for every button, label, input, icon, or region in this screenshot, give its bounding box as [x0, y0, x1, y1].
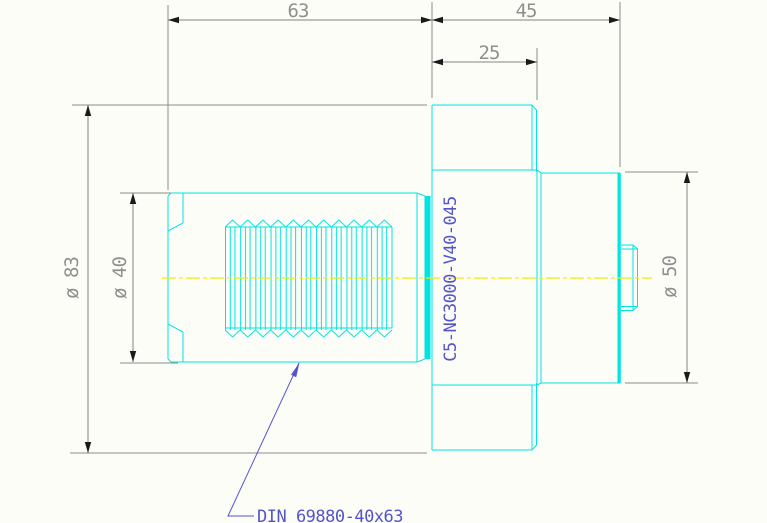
- leader-arrowhead: [291, 362, 300, 378]
- leader-line: [227, 362, 300, 517]
- dim-text-dia50: ø 50: [659, 256, 681, 298]
- dimension-texts: 63 45 25 ø 83 ø 40 ø 50: [61, 0, 681, 299]
- arrowhead: [129, 351, 137, 362]
- standard-label: DIN 69880-40x63: [257, 507, 403, 523]
- part-code-label: C5-NC3000-V40-045: [441, 196, 461, 362]
- arrowhead: [609, 16, 620, 24]
- arrowhead: [432, 16, 443, 24]
- stub-chamfer-lines: [621, 248, 638, 307]
- dim-text-dia83: ø 83: [61, 257, 83, 299]
- arrowhead: [168, 16, 179, 24]
- annotations: DIN 69880-40x63 C5-NC3000-V40-045: [227, 196, 461, 523]
- arrowhead: [683, 172, 691, 183]
- shank-taper: [416, 192, 426, 363]
- shank-corner-chamfers: [167, 192, 172, 363]
- arrowhead: [432, 58, 443, 66]
- arrowhead: [421, 16, 432, 24]
- arrowhead: [84, 105, 92, 116]
- flange-block-top: [432, 104, 537, 172]
- dim-text-25: 25: [479, 42, 500, 64]
- dimension-lines: [84, 16, 691, 453]
- extension-lines: [70, 2, 698, 454]
- flange-block-bottom: [432, 383, 537, 451]
- dim-text-45: 45: [516, 0, 537, 22]
- flange: [431, 104, 538, 451]
- dim-text-63: 63: [288, 0, 309, 22]
- arrowhead: [84, 442, 92, 453]
- dim-text-dia40: ø 40: [109, 257, 131, 299]
- arrowhead: [129, 193, 137, 204]
- arrowhead: [526, 58, 537, 66]
- arrowhead: [683, 372, 691, 383]
- shank-cone-chamfer: [167, 193, 184, 362]
